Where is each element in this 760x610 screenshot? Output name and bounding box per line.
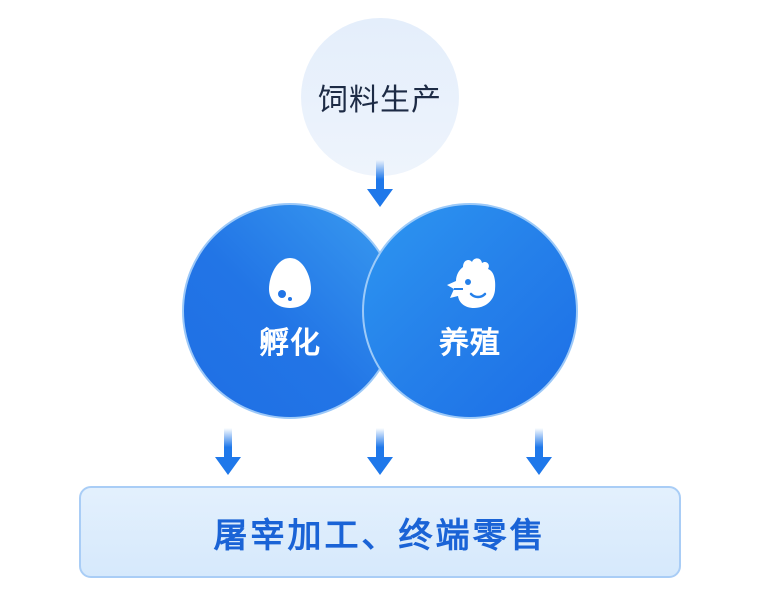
arrow-down-icon	[366, 160, 394, 208]
chicken-head-icon	[441, 254, 499, 312]
breeding-label: 养殖	[439, 326, 501, 361]
arrow-down-icon	[525, 428, 553, 476]
feed-production-label: 饲料生产	[318, 83, 442, 118]
processing-retail-label: 屠宰加工、终端零售	[213, 515, 547, 556]
egg-icon	[261, 254, 319, 312]
arrow-down-icon	[366, 428, 394, 476]
feed-production-node: 饲料生产	[301, 18, 459, 176]
arrow-down-icon	[214, 428, 242, 476]
hatching-label: 孵化	[259, 326, 321, 361]
processing-retail-node: 屠宰加工、终端零售	[79, 486, 681, 578]
breeding-node: 养殖	[362, 203, 578, 419]
